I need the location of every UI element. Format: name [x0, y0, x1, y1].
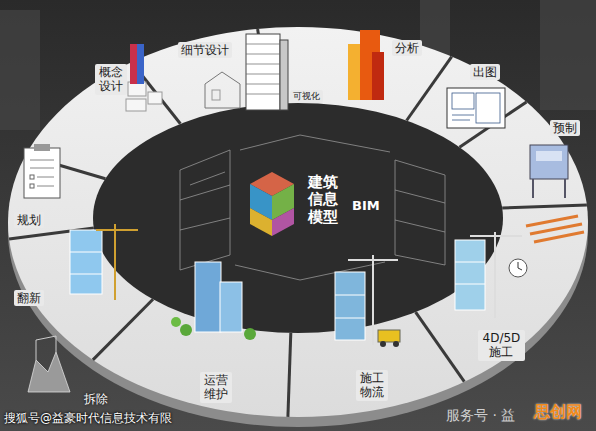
- bim-cube: [250, 172, 294, 236]
- stage-label: 翻新: [14, 290, 44, 306]
- watermark: 服务号 · 益: [446, 407, 515, 424]
- ring-dividers: [9, 29, 587, 417]
- stage-label: 细节设计: [178, 42, 232, 58]
- stage-label: 4D/5D 施工: [478, 330, 525, 361]
- stage-label: 出图: [470, 64, 500, 80]
- demolition-rubble: [28, 336, 70, 392]
- drawing-sheet: [447, 88, 505, 128]
- watermark: 搜狐号@益豪时代信息技术有限: [4, 411, 172, 425]
- ring-center: [93, 103, 503, 333]
- stage-label: 施工 物流: [356, 370, 388, 401]
- stage-label: 预制: [550, 120, 580, 136]
- stage-label: 概念 设计: [95, 64, 127, 95]
- construction-4d: [455, 232, 527, 318]
- clipboard-icon: [24, 144, 60, 198]
- stage-label: 规划: [14, 212, 44, 228]
- watermark-logo: 思创网: [534, 402, 582, 421]
- segment-divider: [288, 333, 291, 417]
- center-title: 建筑 信息 模型: [306, 174, 339, 226]
- ring-caption: 可视化: [290, 90, 323, 103]
- concept-blocks: [126, 44, 162, 111]
- segment-divider: [407, 57, 452, 121]
- renovation-site: [70, 224, 138, 300]
- segment-divider: [416, 312, 465, 382]
- stage-label: 拆除: [84, 392, 108, 406]
- segment-divider: [93, 299, 153, 360]
- center-acronym: BIM: [352, 198, 380, 214]
- prefab-machine: [526, 145, 584, 242]
- logistics-site: [335, 255, 400, 347]
- stage-label: 运营 维护: [200, 372, 232, 403]
- operation-buildings: [171, 262, 256, 340]
- lifecycle-ring: [8, 27, 588, 417]
- segment-divider: [502, 205, 587, 208]
- wireframe-building: [180, 135, 445, 280]
- analysis-model: [348, 30, 384, 100]
- stage-label: 分析: [392, 40, 422, 56]
